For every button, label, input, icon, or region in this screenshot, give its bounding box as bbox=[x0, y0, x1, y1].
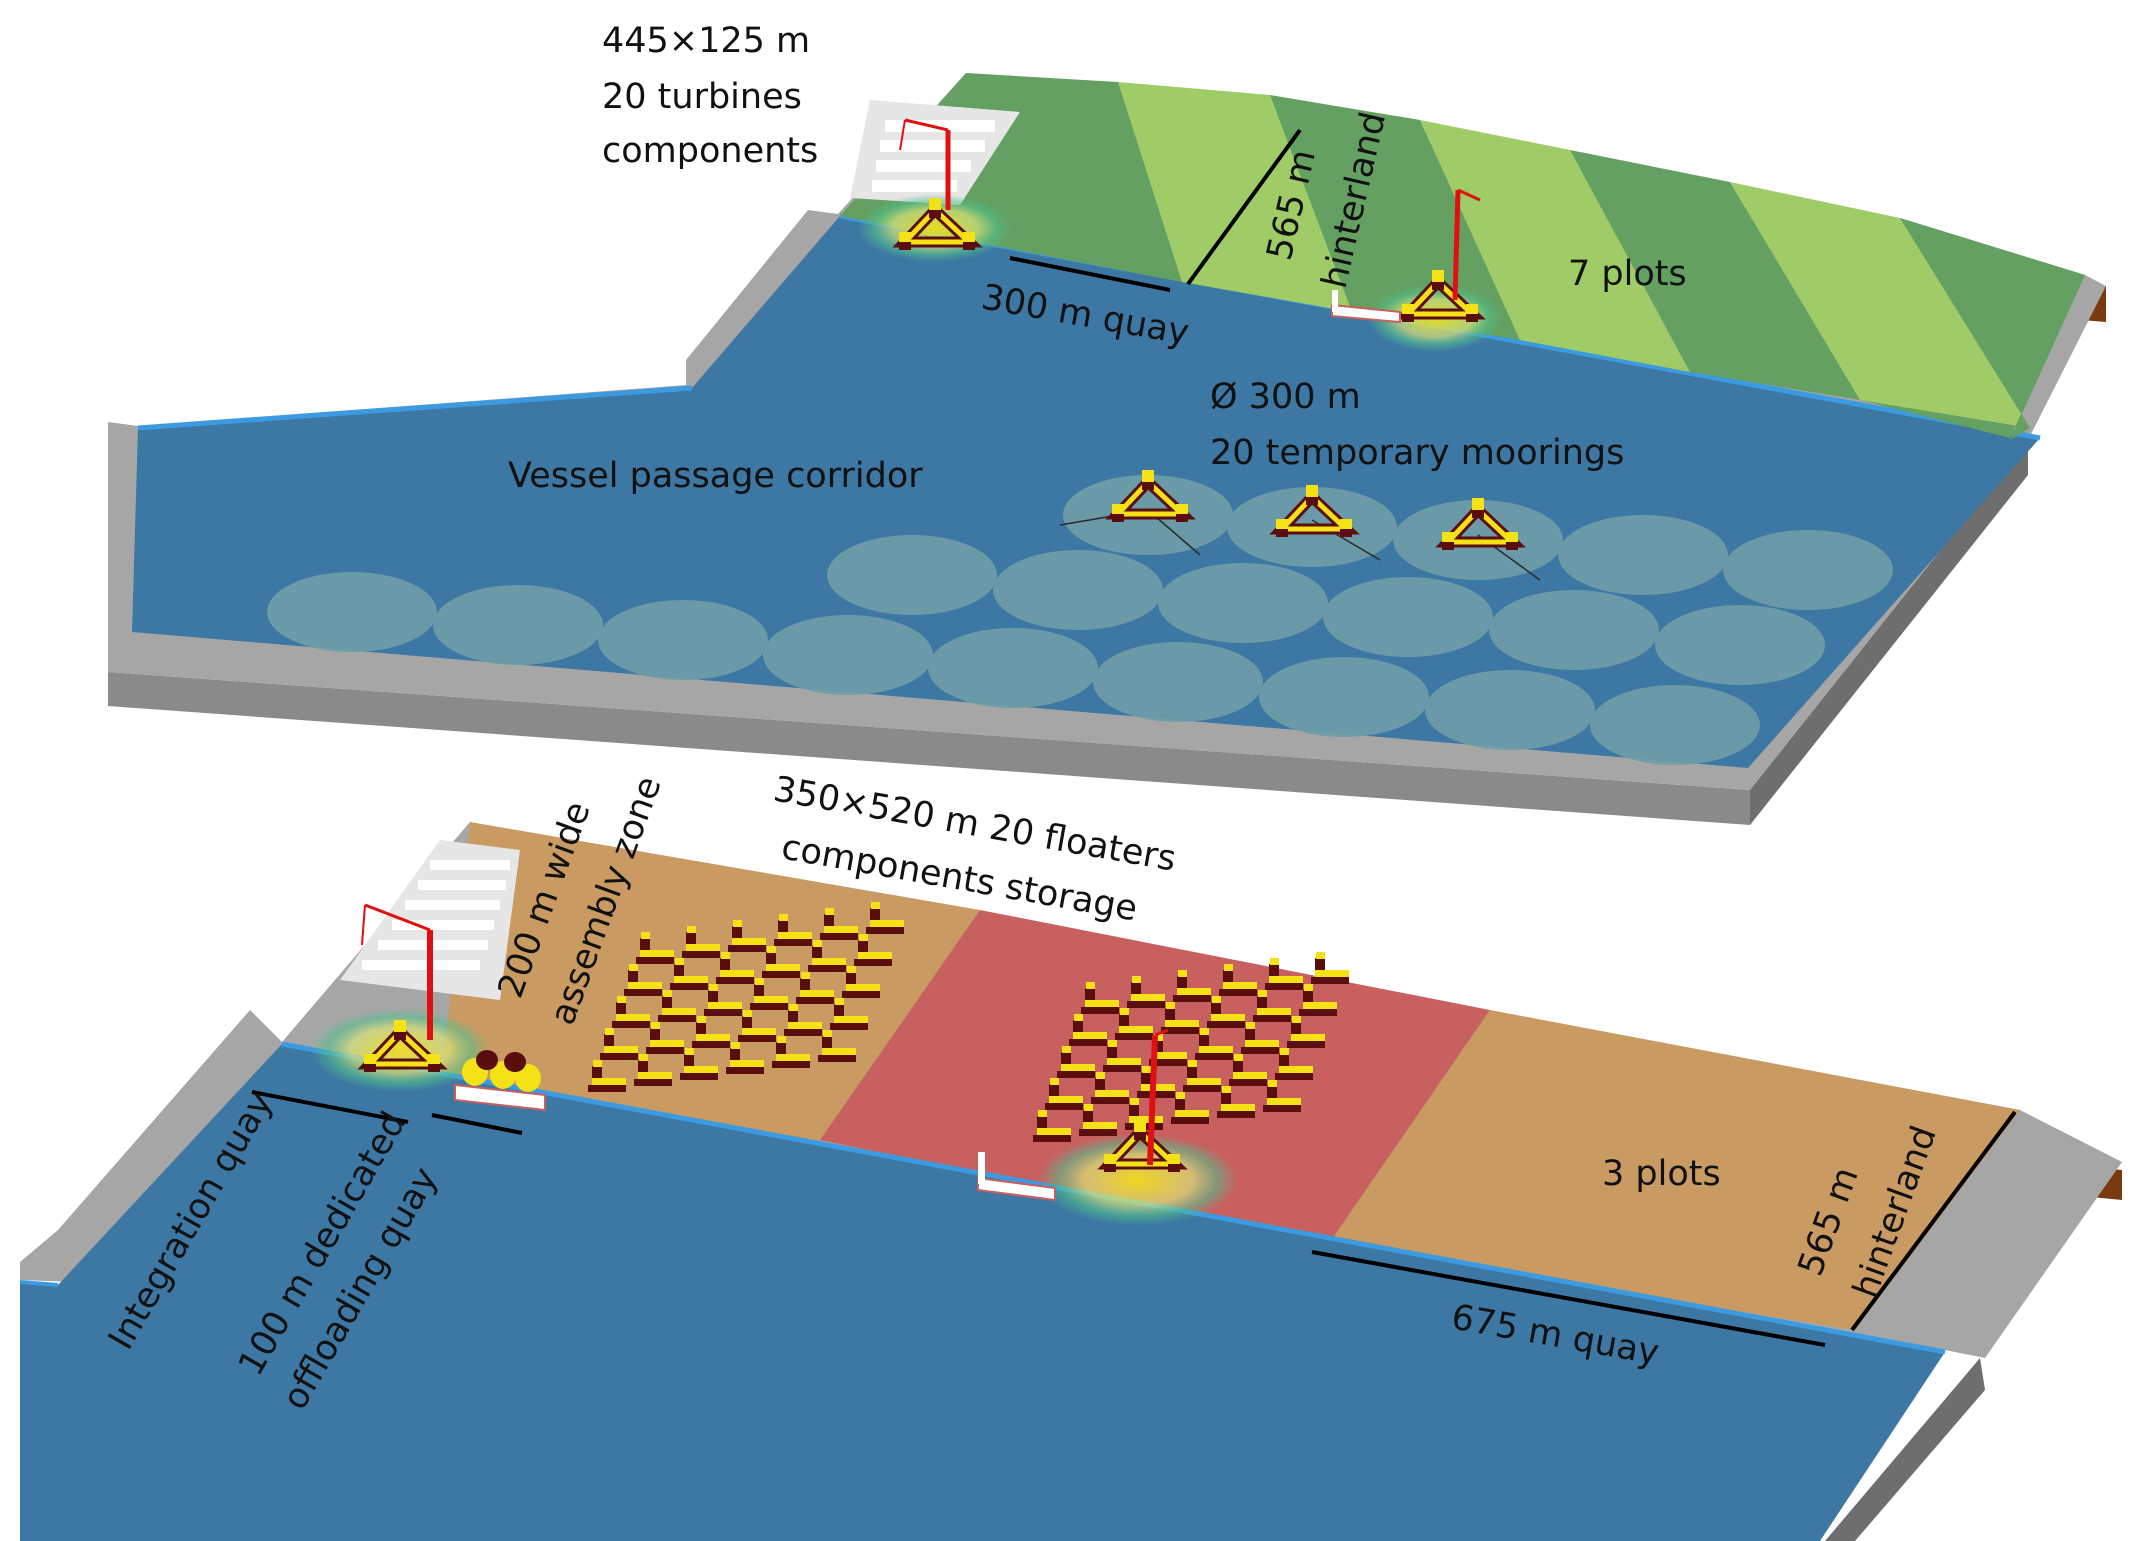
bottom-port-left-edge bbox=[19, 1280, 59, 1287]
top-port-quay-edge bbox=[137, 385, 693, 431]
moorings-label-line-2: 20 temporary moorings bbox=[1210, 433, 1624, 473]
mooring-circle bbox=[1093, 642, 1263, 722]
top-plot-2 bbox=[1118, 82, 1352, 312]
top-storage-label-line-2: 20 turbines bbox=[602, 77, 802, 117]
top-port-rim-side-right bbox=[1750, 440, 2028, 825]
mooring-circle bbox=[1723, 530, 1893, 610]
top-port bbox=[108, 73, 2106, 825]
top-plot-5 bbox=[1570, 150, 1860, 400]
mooring-circle bbox=[1323, 577, 1493, 657]
top-storage-label-line-3: components bbox=[602, 131, 818, 171]
bottom-port-water bbox=[20, 1044, 1945, 1541]
top-port-rim-side bbox=[108, 672, 1750, 825]
mooring-circle bbox=[1425, 670, 1595, 750]
bottom-port bbox=[19, 822, 2122, 1541]
crane-icon bbox=[361, 903, 433, 1040]
mooring-circle bbox=[1655, 605, 1825, 685]
moorings-label-line-1: Ø 300 m bbox=[1210, 377, 1361, 417]
crane-icon bbox=[1452, 188, 1481, 301]
offloading-quay-dimension bbox=[431, 1113, 523, 1135]
mooring-circle bbox=[598, 600, 768, 680]
mooring-circle bbox=[1590, 685, 1760, 765]
corridor-label: Vessel passage corridor bbox=[508, 456, 923, 496]
mooring-circle bbox=[993, 550, 1163, 630]
top-storage-label-line-1: 445×125 m bbox=[602, 21, 810, 61]
mooring-circle bbox=[827, 535, 997, 615]
crane-icon bbox=[899, 118, 951, 210]
top-plots-label: 7 plots bbox=[1568, 254, 1687, 294]
bottom-hinterland-dimension bbox=[1850, 1110, 2017, 1332]
mooring-circle bbox=[928, 628, 1098, 708]
bottom-center-halo bbox=[1038, 1134, 1238, 1226]
crane-icon bbox=[1147, 1028, 1169, 1166]
bottom-plot-tan-right bbox=[1328, 1010, 2020, 1330]
top-hinterland-dimension bbox=[1186, 128, 1302, 286]
mooring-circle bbox=[1158, 563, 1328, 643]
bottom-plots-label: 3 plots bbox=[1602, 1154, 1721, 1194]
mooring-circle bbox=[267, 572, 437, 652]
bottom-quay-dimension bbox=[1311, 1250, 1826, 1347]
mooring-circle bbox=[1489, 590, 1659, 670]
mooring-circle bbox=[433, 585, 603, 665]
mooring-circle bbox=[1558, 515, 1728, 595]
bottom-integration-halo bbox=[310, 1008, 490, 1092]
barge-icon bbox=[454, 1050, 546, 1112]
integration-quay-dimension bbox=[251, 1090, 409, 1124]
barge-icon bbox=[1331, 290, 1401, 324]
mooring-circle bbox=[763, 615, 933, 695]
top-plot-7b bbox=[1860, 218, 2085, 438]
barge-icon bbox=[977, 1152, 1056, 1202]
mooring-circle bbox=[1259, 657, 1429, 737]
mooring-grid bbox=[267, 475, 1893, 765]
top-quay-dimension bbox=[1009, 256, 1171, 292]
bottom-port-rim-side bbox=[1825, 1358, 1985, 1541]
moored-floaters bbox=[1059, 470, 1541, 581]
top-plot-6 bbox=[1730, 182, 2030, 428]
top-plot-4 bbox=[1420, 120, 1690, 372]
